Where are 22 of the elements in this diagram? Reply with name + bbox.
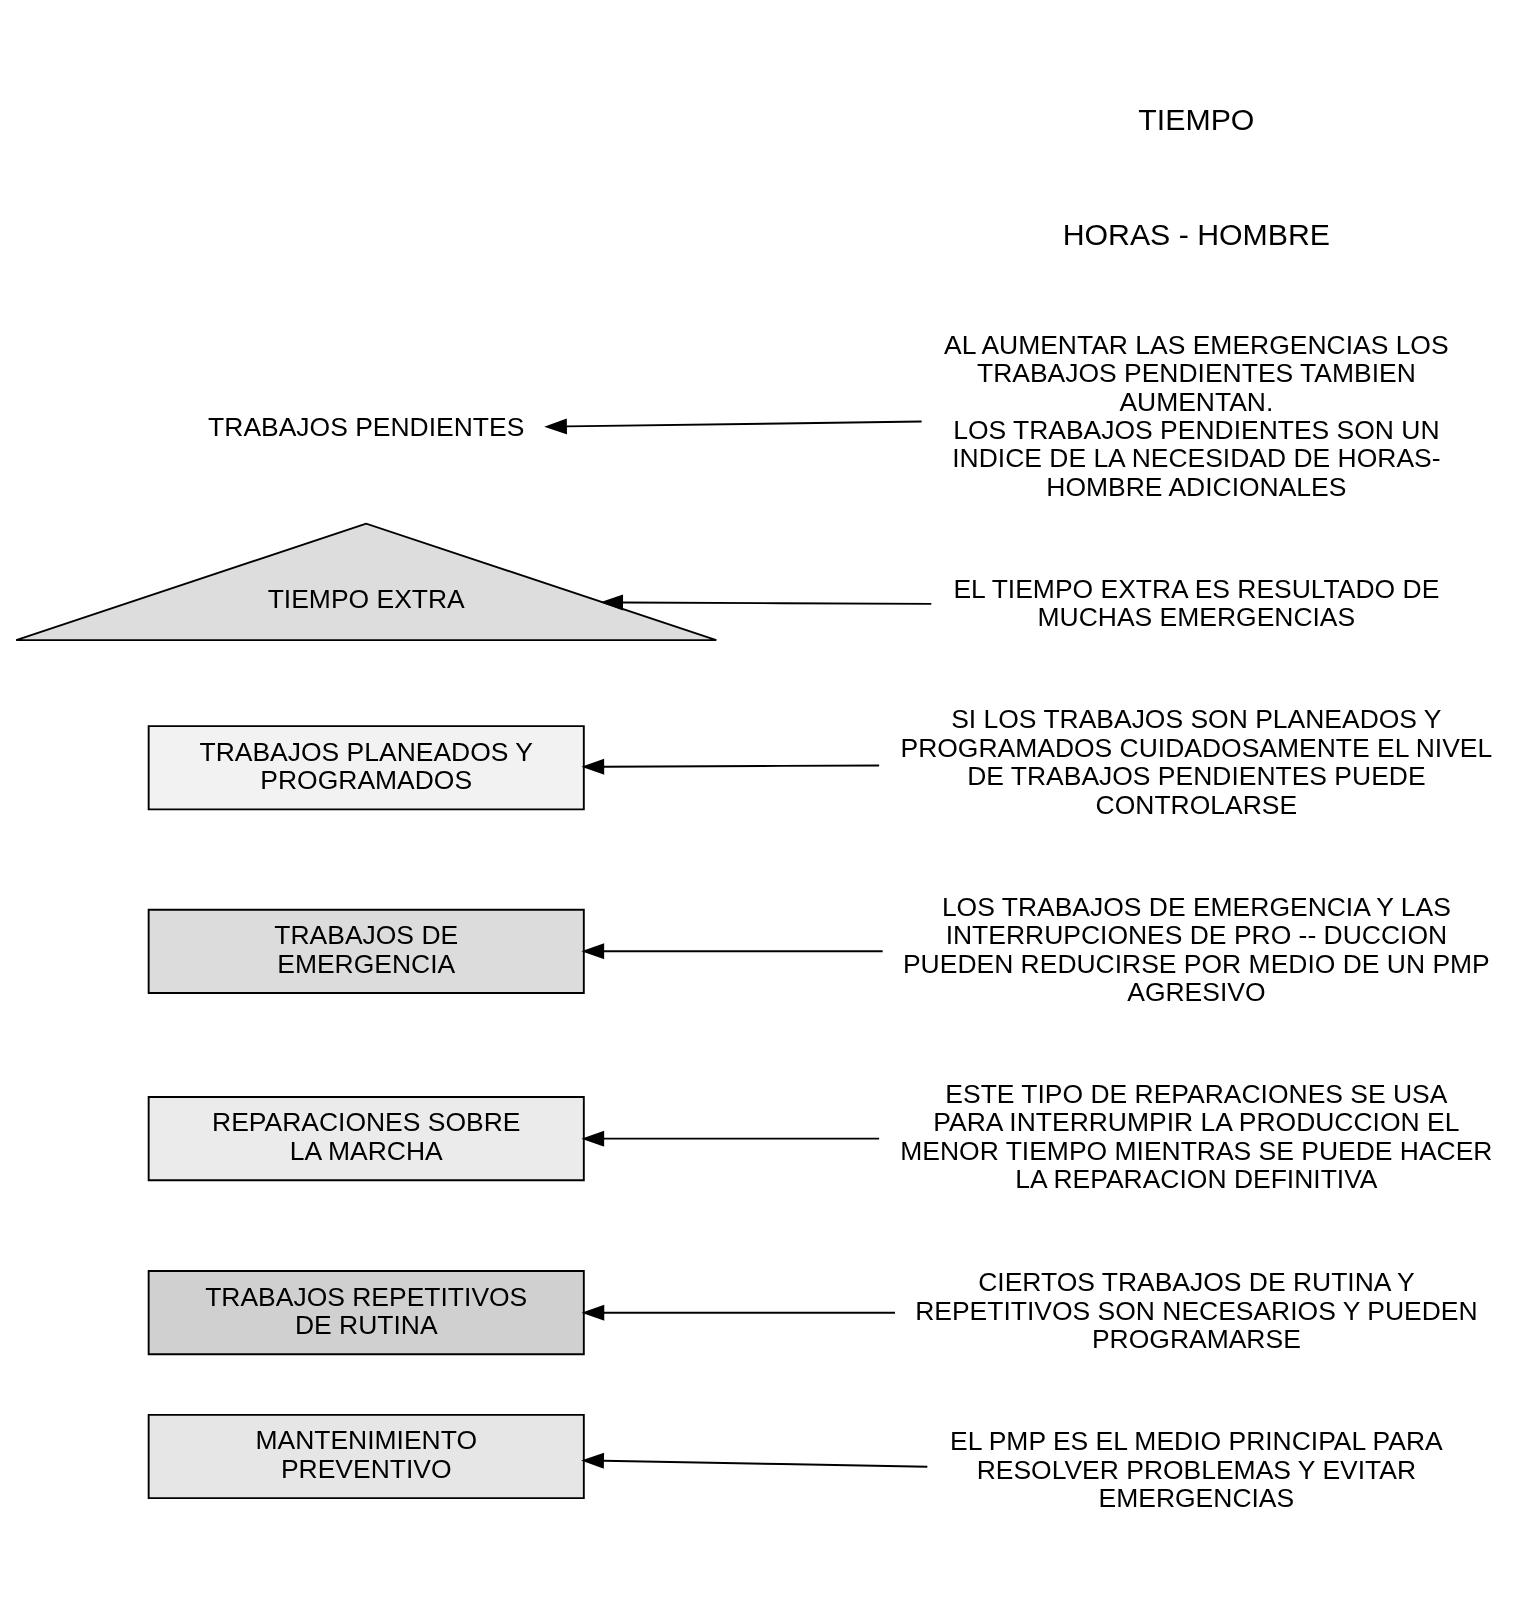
- arrow: [581, 758, 881, 775]
- node-text: CIERTOS TRABAJOS DE RUTINA Y REPETITIVOS SON NECESARIOS Y PUEDEN PROGRAMARSE: [915, 1267, 1478, 1355]
- node-text: EL TIEMPO EXTRA ES RESULTADO DE MUCHAS EMERGENCIAS: [953, 573, 1440, 633]
- arrow: [581, 943, 884, 960]
- node-box: TRABAJOS REPETITIVOS DE RUTINA: [147, 1270, 585, 1356]
- node-text: ESTE TIPO DE REPARACIONES SE USA PARA INTERRUMPIR LA PRODUCCION EL MENOR TIEMPO MIENTRAS SE PUEDE HACER LA REPARACION DEFINITIVA: [900, 1079, 1493, 1195]
- node-box: TRABAJOS PLANEADOS Y PROGRAMADOS: [147, 725, 585, 811]
- arrow: [581, 1452, 929, 1469]
- node-text: SI LOS TRABAJOS SON PLANEADOS Y PROGRAMADOS CUIDADOSAMENTE EL NIVEL DE TRABAJOS PENDIENTES PUEDE CONTROLARSE: [900, 704, 1493, 820]
- node-text: LOS TRABAJOS DE EMERGENCIA Y LAS INTERRUPCIONES DE PRO -- DUCCION PUEDEN REDUCIRSE POR MEDIO DE UN PMP AGRESIVO: [902, 891, 1490, 1007]
- node-text: EL PMP ES EL MEDIO PRINCIPAL PARA RESOLVER PROBLEMAS Y EVITAR EMERGENCIAS: [949, 1426, 1443, 1513]
- node-box: REPARACIONES SOBRE LA MARCHA: [147, 1096, 585, 1182]
- label: TIEMPO: [1138, 102, 1255, 136]
- arrow: [544, 418, 923, 435]
- node-text: TRABAJOS PENDIENTES: [208, 412, 525, 443]
- node-text: AL AUMENTAR LAS EMERGENCIAS LOS TRABAJOS PENDIENTES TAMBIEN AUMENTAN. LOS TRABAJOS PENDIENTES SON UN INDICE DE LA NECESIDAD DE HORAS-HOMBRE ADICIONALES: [944, 329, 1449, 502]
- arrow: [581, 1130, 881, 1147]
- label: HORAS - HOMBRE: [1062, 218, 1331, 252]
- arrow: [600, 594, 933, 611]
- node-box: TRABAJOS DE EMERGENCIA: [147, 908, 585, 994]
- arrow: [581, 1304, 896, 1321]
- node-box: MANTENIMIENTO PREVENTIVO: [147, 1413, 585, 1500]
